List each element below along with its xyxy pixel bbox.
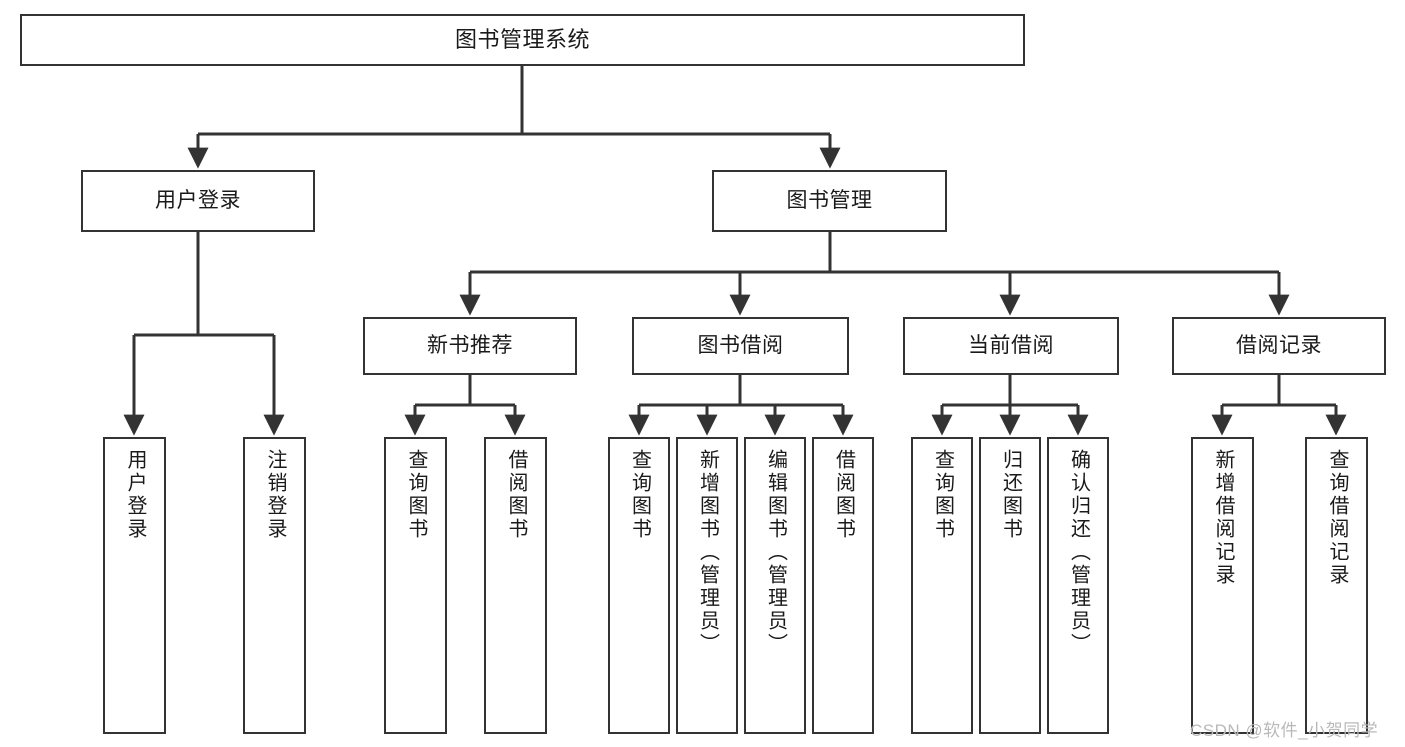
node-book-manage[interactable]: 图书管理 [712,170,947,232]
node-label: 用户登录 [124,449,146,541]
node-leaf-return-book[interactable]: 归还图书 [979,437,1041,734]
node-label: 新增图书（管理员） [696,449,719,656]
node-label: 注销登录 [264,449,286,541]
node-leaf-user-login[interactable]: 用户登录 [103,437,166,734]
node-current-borrow[interactable]: 当前借阅 [903,317,1119,375]
node-leaf-query-borrow-record[interactable]: 查询借阅记录 [1305,437,1368,734]
node-label: 借阅图书 [505,449,527,541]
node-leaf-query-book-3[interactable]: 查询图书 [911,437,973,734]
node-leaf-query-book-2[interactable]: 查询图书 [608,437,670,734]
node-label: 归还图书 [999,449,1022,541]
node-label: 编辑图书（管理员） [764,449,787,656]
node-label: 确认归还（管理员） [1067,449,1090,656]
node-label: 图书借阅 [697,333,784,357]
node-label: 当前借阅 [968,333,1054,357]
node-user-login[interactable]: 用户登录 [81,170,315,232]
node-leaf-confirm-return[interactable]: 确认归还（管理员） [1047,437,1109,734]
node-label: 查询图书 [931,449,954,541]
node-leaf-add-book[interactable]: 新增图书（管理员） [676,437,738,734]
node-leaf-edit-book[interactable]: 编辑图书（管理员） [744,437,806,734]
node-label: 用户登录 [155,188,241,212]
node-leaf-add-borrow-record[interactable]: 新增借阅记录 [1191,437,1254,734]
node-root-system[interactable]: 图书管理系统 [20,14,1025,66]
node-label: 新增借阅记录 [1212,449,1234,587]
node-borrow-record[interactable]: 借阅记录 [1172,317,1386,375]
node-label: 查询图书 [628,449,651,541]
node-label: 查询图书 [405,449,427,541]
node-new-book-recommend[interactable]: 新书推荐 [363,317,577,375]
node-leaf-query-book-1[interactable]: 查询图书 [384,437,447,734]
node-leaf-borrow-book-2[interactable]: 借阅图书 [812,437,874,734]
node-leaf-user-logout[interactable]: 注销登录 [243,437,306,734]
node-leaf-borrow-book-1[interactable]: 借阅图书 [484,437,547,734]
node-label: 图书管理系统 [454,27,590,53]
node-label: 借阅记录 [1236,333,1322,357]
node-label: 图书管理 [786,188,873,212]
node-label: 新书推荐 [427,333,513,357]
node-label: 查询借阅记录 [1326,449,1348,587]
node-label: 借阅图书 [832,449,855,541]
node-book-borrow[interactable]: 图书借阅 [632,317,849,375]
